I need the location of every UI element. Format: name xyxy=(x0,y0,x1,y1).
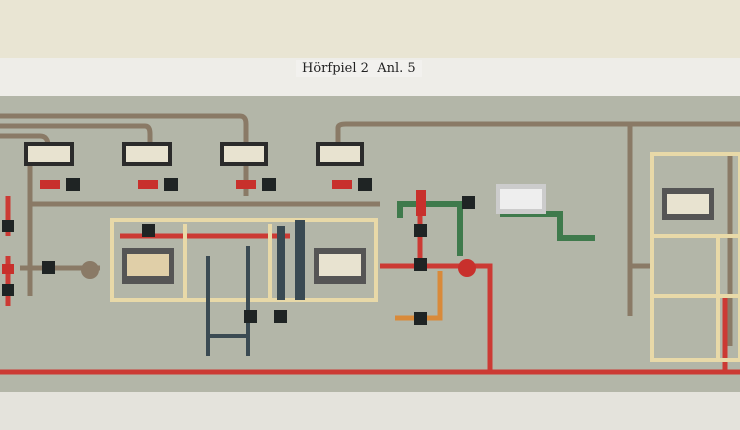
cream-frames xyxy=(110,152,740,362)
meter-7 xyxy=(496,184,546,214)
meter-8 xyxy=(662,188,714,220)
red-valves xyxy=(2,180,476,277)
dark-pipes xyxy=(206,220,305,356)
wall xyxy=(0,0,740,60)
meter-6 xyxy=(314,248,366,284)
mimic-diagram xyxy=(0,113,740,375)
brown-pipes xyxy=(0,113,740,346)
wall-lower xyxy=(0,392,740,430)
panel-title: Hörfpiel 2 Anl. 5 xyxy=(296,60,422,77)
meters xyxy=(24,142,714,284)
meter-1 xyxy=(24,142,74,166)
switches xyxy=(2,178,475,325)
meter-2 xyxy=(122,142,172,166)
green-pipe xyxy=(397,201,463,256)
meter-3 xyxy=(220,142,268,166)
meter-4 xyxy=(316,142,364,166)
orange-pipe xyxy=(395,271,443,321)
meter-5 xyxy=(122,248,174,284)
green-pipe-2 xyxy=(500,211,595,241)
pump xyxy=(81,261,99,279)
